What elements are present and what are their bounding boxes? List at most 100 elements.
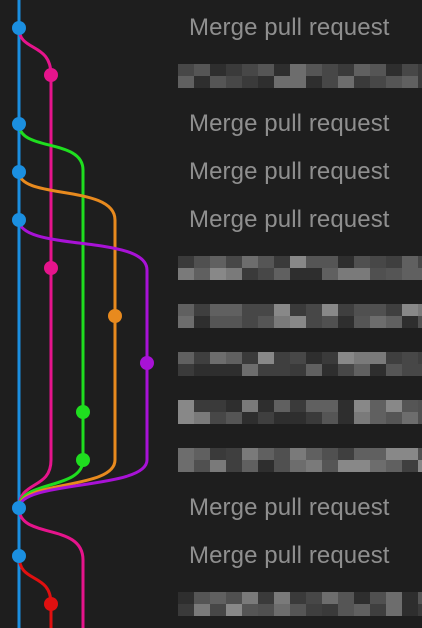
- redacted-commit-message: [178, 304, 422, 328]
- redaction-pixel: [178, 352, 194, 364]
- redaction-pixel: [274, 460, 290, 472]
- redaction-pixel: [386, 592, 402, 604]
- commit-node[interactable]: [76, 453, 90, 467]
- redaction-pixel: [322, 412, 338, 424]
- commit-node[interactable]: [12, 21, 26, 35]
- commit-row[interactable]: [178, 346, 422, 382]
- commit-node[interactable]: [44, 68, 58, 82]
- redaction-pixel: [178, 460, 194, 472]
- redaction-pixel: [226, 460, 242, 472]
- redaction-pixel: [306, 448, 322, 460]
- redaction-pixel: [338, 448, 354, 460]
- redaction-pixel: [194, 460, 210, 472]
- redaction-pixel: [194, 448, 210, 460]
- redaction-pixel: [354, 256, 370, 268]
- redaction-pixel: [226, 448, 242, 460]
- commit-node[interactable]: [44, 261, 58, 275]
- redaction-pixel: [258, 400, 274, 412]
- commit-node[interactable]: [12, 165, 26, 179]
- redaction-pixel: [354, 304, 370, 316]
- redaction-pixel: [226, 256, 242, 268]
- redaction-pixel: [338, 604, 354, 616]
- commit-message: Merge pull request: [189, 14, 390, 41]
- redaction-pixel: [178, 592, 194, 604]
- commit-row[interactable]: Merge pull request: [178, 106, 422, 142]
- commit-row[interactable]: [178, 442, 422, 478]
- redaction-pixel: [274, 604, 290, 616]
- commit-node[interactable]: [12, 117, 26, 131]
- redaction-pixel: [242, 460, 258, 472]
- redaction-pixel: [194, 304, 210, 316]
- redaction-pixel: [306, 604, 322, 616]
- redaction-pixel: [226, 412, 242, 424]
- redaction-pixel: [290, 316, 306, 328]
- commit-row[interactable]: [178, 58, 422, 94]
- redaction-pixel: [242, 64, 258, 76]
- redaction-pixel: [258, 256, 274, 268]
- redacted-commit-message: [178, 448, 422, 472]
- redaction-pixel: [418, 448, 422, 460]
- redaction-pixel: [290, 268, 306, 280]
- commit-node[interactable]: [140, 356, 154, 370]
- redaction-pixel: [210, 316, 226, 328]
- redaction-pixel: [338, 352, 354, 364]
- commit-node[interactable]: [76, 405, 90, 419]
- redaction-pixel: [258, 76, 274, 88]
- commit-node[interactable]: [12, 549, 26, 563]
- commit-node[interactable]: [44, 597, 58, 611]
- redaction-pixel: [418, 604, 422, 616]
- redaction-pixel: [386, 460, 402, 472]
- commit-row[interactable]: Merge pull request: [178, 538, 422, 574]
- commit-node[interactable]: [12, 501, 26, 515]
- redaction-pixel: [354, 316, 370, 328]
- graph-edges: [17, 0, 149, 628]
- redaction-pixel: [322, 268, 338, 280]
- redaction-pixel: [194, 76, 210, 88]
- redaction-pixel: [418, 412, 422, 424]
- redaction-pixel: [402, 76, 418, 88]
- commit-row[interactable]: Merge pull request: [178, 10, 422, 46]
- branch-line-red: [17, 554, 53, 628]
- redaction-pixel: [210, 64, 226, 76]
- redaction-pixel: [210, 400, 226, 412]
- redaction-pixel: [258, 352, 274, 364]
- redaction-pixel: [274, 256, 290, 268]
- redaction-pixel: [194, 268, 210, 280]
- redaction-pixel: [274, 364, 290, 376]
- redaction-pixel: [242, 304, 258, 316]
- redaction-pixel: [226, 316, 242, 328]
- commit-node[interactable]: [108, 309, 122, 323]
- redaction-pixel: [306, 76, 322, 88]
- redaction-pixel: [242, 400, 258, 412]
- commit-row[interactable]: [178, 394, 422, 430]
- redaction-pixel: [386, 304, 402, 316]
- redaction-pixel: [418, 304, 422, 316]
- redaction-pixel: [242, 316, 258, 328]
- redaction-pixel: [210, 304, 226, 316]
- commit-message: Merge pull request: [189, 158, 390, 185]
- redaction-pixel: [226, 364, 242, 376]
- redaction-pixel: [418, 460, 422, 472]
- commit-row[interactable]: [178, 298, 422, 334]
- redaction-pixel: [402, 316, 418, 328]
- redaction-pixel: [194, 412, 210, 424]
- redaction-pixel: [370, 256, 386, 268]
- redaction-pixel: [274, 316, 290, 328]
- redaction-pixel: [370, 604, 386, 616]
- commit-row[interactable]: Merge pull request: [178, 490, 422, 526]
- redaction-pixel: [354, 268, 370, 280]
- commit-row[interactable]: Merge pull request: [178, 154, 422, 190]
- commit-row[interactable]: Merge pull request: [178, 202, 422, 238]
- redaction-pixel: [258, 64, 274, 76]
- redaction-pixel: [306, 304, 322, 316]
- redaction-pixel: [226, 604, 242, 616]
- redaction-pixel: [274, 448, 290, 460]
- commit-node[interactable]: [12, 213, 26, 227]
- redaction-pixel: [354, 604, 370, 616]
- redaction-pixel: [322, 76, 338, 88]
- redaction-pixel: [242, 256, 258, 268]
- commit-row[interactable]: [178, 586, 422, 622]
- commit-row[interactable]: [178, 250, 422, 286]
- redaction-pixel: [178, 268, 194, 280]
- redaction-pixel: [210, 256, 226, 268]
